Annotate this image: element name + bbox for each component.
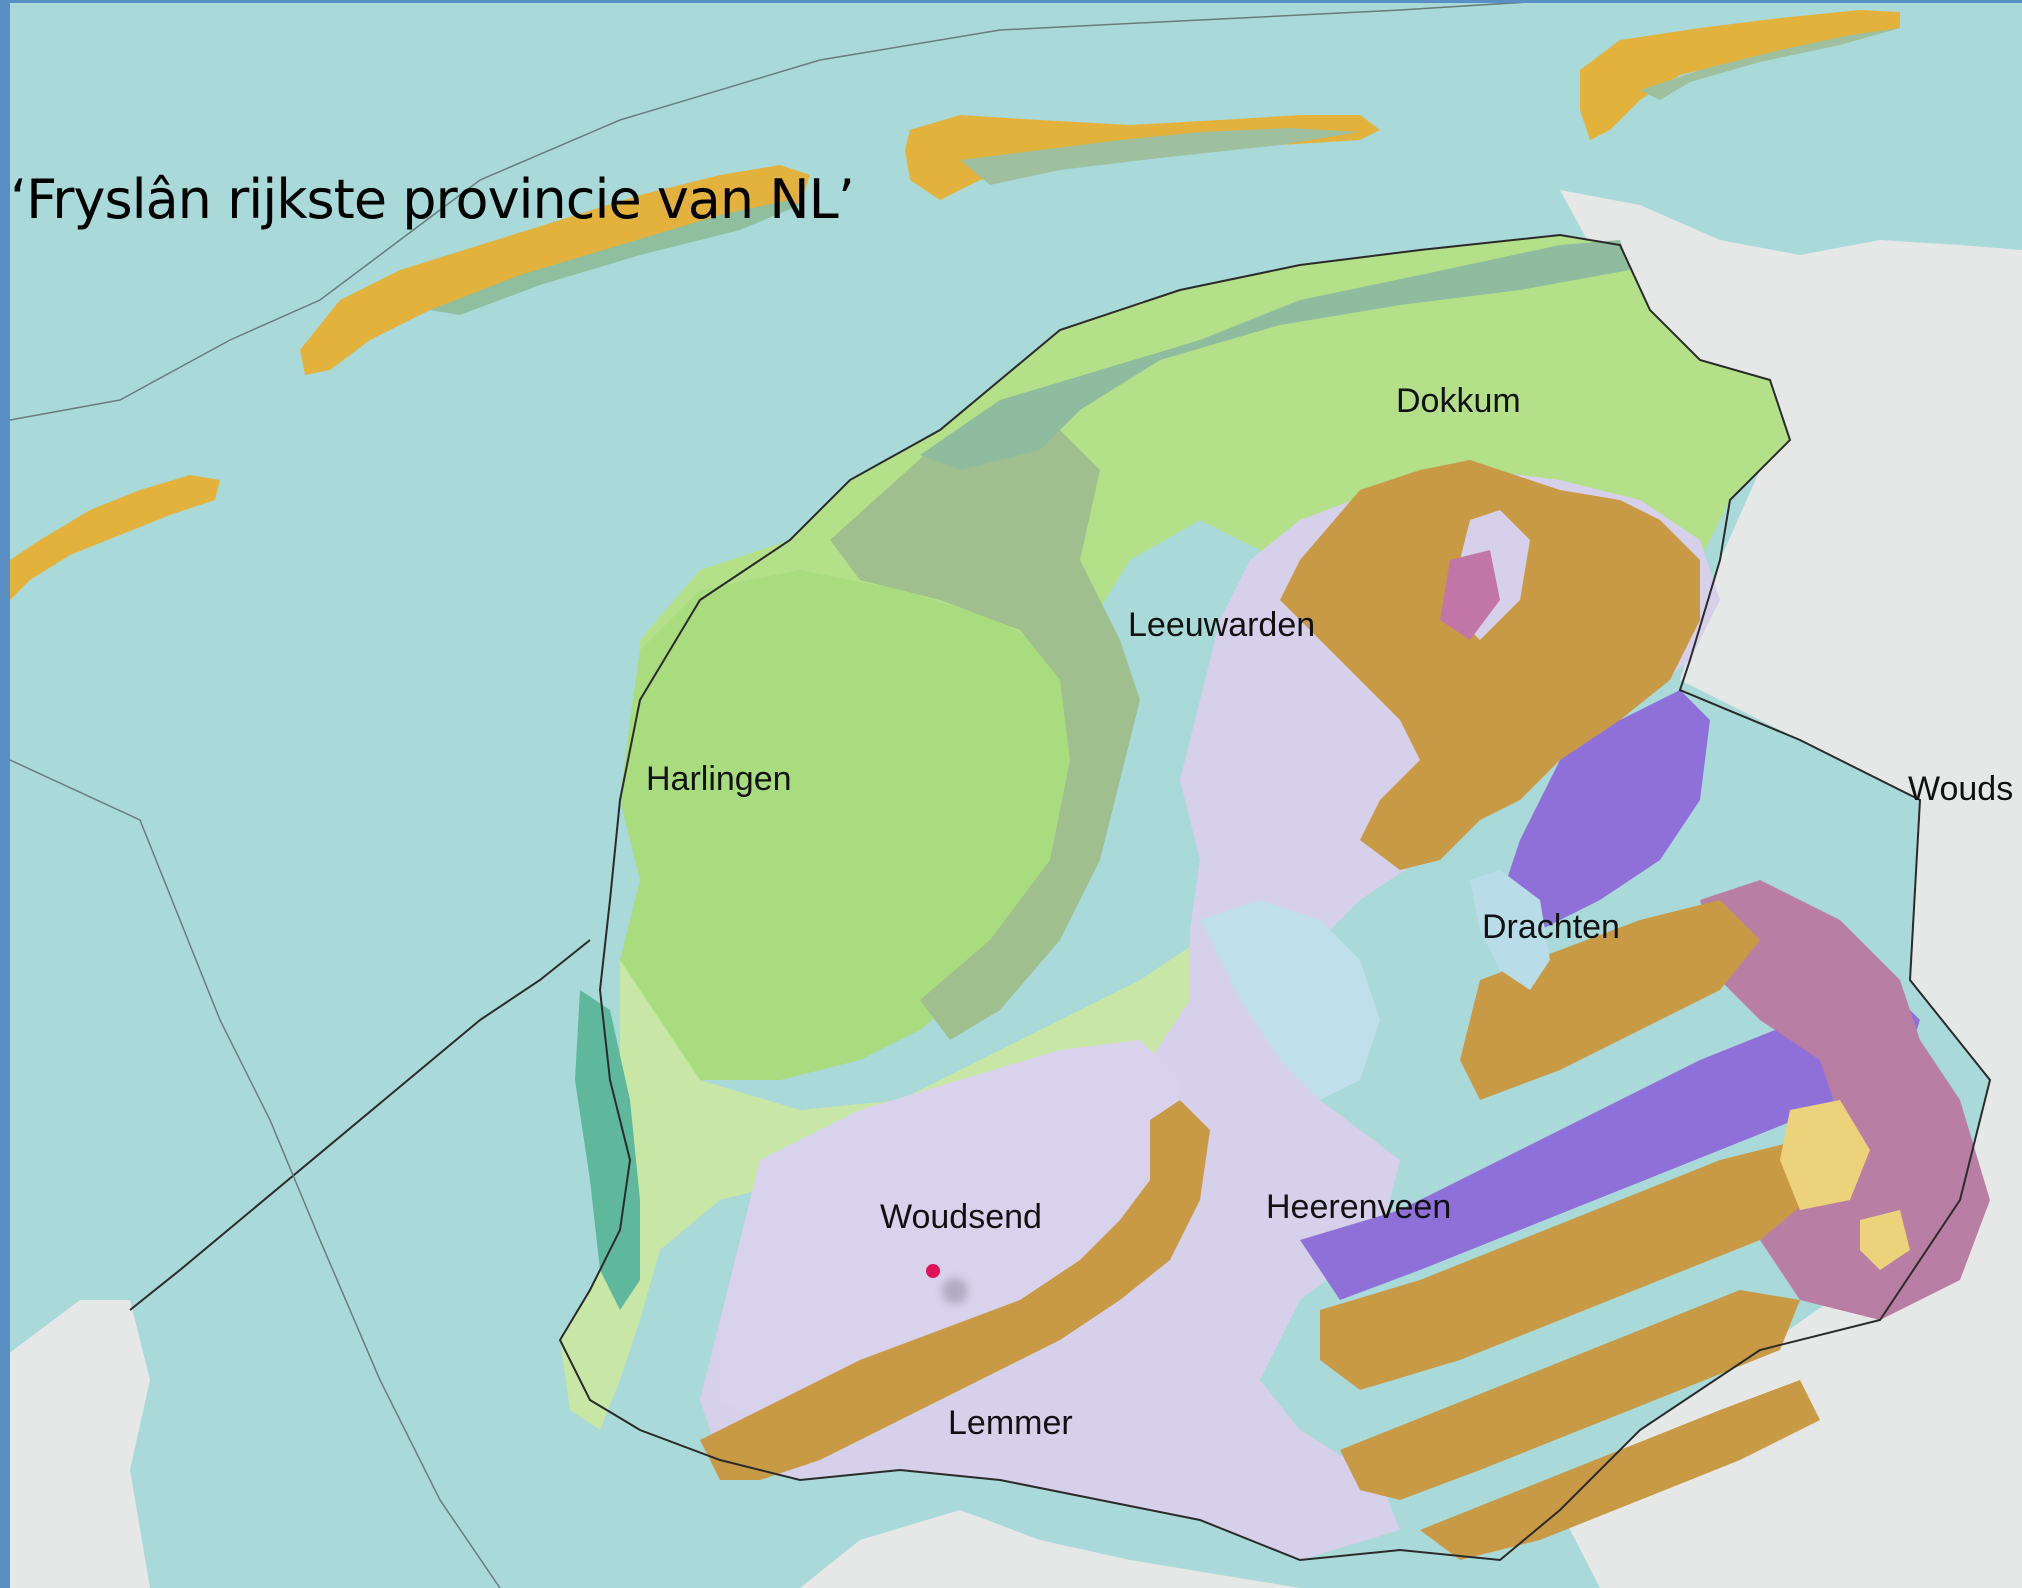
region-peat-southwest (720, 1040, 1180, 1430)
frame-top-edge (0, 0, 2022, 3)
place-label-lemmer: Lemmer (948, 1404, 1073, 1442)
region-coastal-dark (920, 240, 1630, 470)
place-label-leeuwarden: Leeuwarden (1128, 606, 1316, 644)
region-violet-south (1300, 980, 1920, 1300)
region-sand-lemmer (700, 1100, 1210, 1480)
island-ameland-green (960, 128, 1360, 185)
region-violet-east (1500, 690, 1710, 930)
region-middelzee (830, 430, 1140, 1040)
afsluitdijk (129, 939, 591, 1311)
region-mauve-east (1700, 880, 1990, 1320)
place-label-dokkum: Dokkum (1396, 382, 1521, 420)
place-label-heerenveen: Heerenveen (1266, 1188, 1452, 1226)
island-terschelling (300, 165, 810, 375)
place-label-woudsend: Woudsend (880, 1198, 1042, 1236)
region-sand-ridge-1 (1460, 900, 1760, 1100)
lake-network (1200, 900, 1380, 1100)
region-mauve-north (1440, 550, 1500, 640)
land-noord-holland (0, 1300, 150, 1588)
boundary-line-north (9, 0, 1561, 421)
place-label-drachten: Drachten (1482, 908, 1620, 946)
location-shadow (942, 1278, 968, 1304)
boundary-line-west (9, 759, 501, 1588)
island-terschelling-green (430, 200, 800, 315)
region-clay-west (620, 570, 1080, 1080)
island-schiermonnikoog-green (1640, 28, 1900, 100)
land-groningen-drenthe (1560, 190, 2022, 1588)
region-west-coast-strip (575, 990, 640, 1310)
land-south (800, 1510, 1300, 1588)
region-yellow-patch-2 (1860, 1210, 1910, 1270)
lake-drachten (1470, 870, 1550, 990)
region-sand-ridge-3 (1340, 1290, 1800, 1500)
frame-left-edge (0, 0, 10, 1588)
region-sand-north (1280, 460, 1700, 870)
location-marker (926, 1264, 940, 1278)
region-yellow-patch-1 (1780, 1100, 1870, 1210)
region-sand-ridge-2 (1320, 1140, 1820, 1390)
province-border (558, 233, 1992, 1562)
place-label-woudsend-cut: Wouds (1908, 770, 2014, 808)
island-vlieland (10, 475, 220, 600)
place-label-harlingen: Harlingen (646, 760, 792, 798)
region-sand-ridge-4 (1420, 1380, 1820, 1560)
map-title: ‘Fryslân rijkste provincie van NL’ (10, 168, 855, 231)
